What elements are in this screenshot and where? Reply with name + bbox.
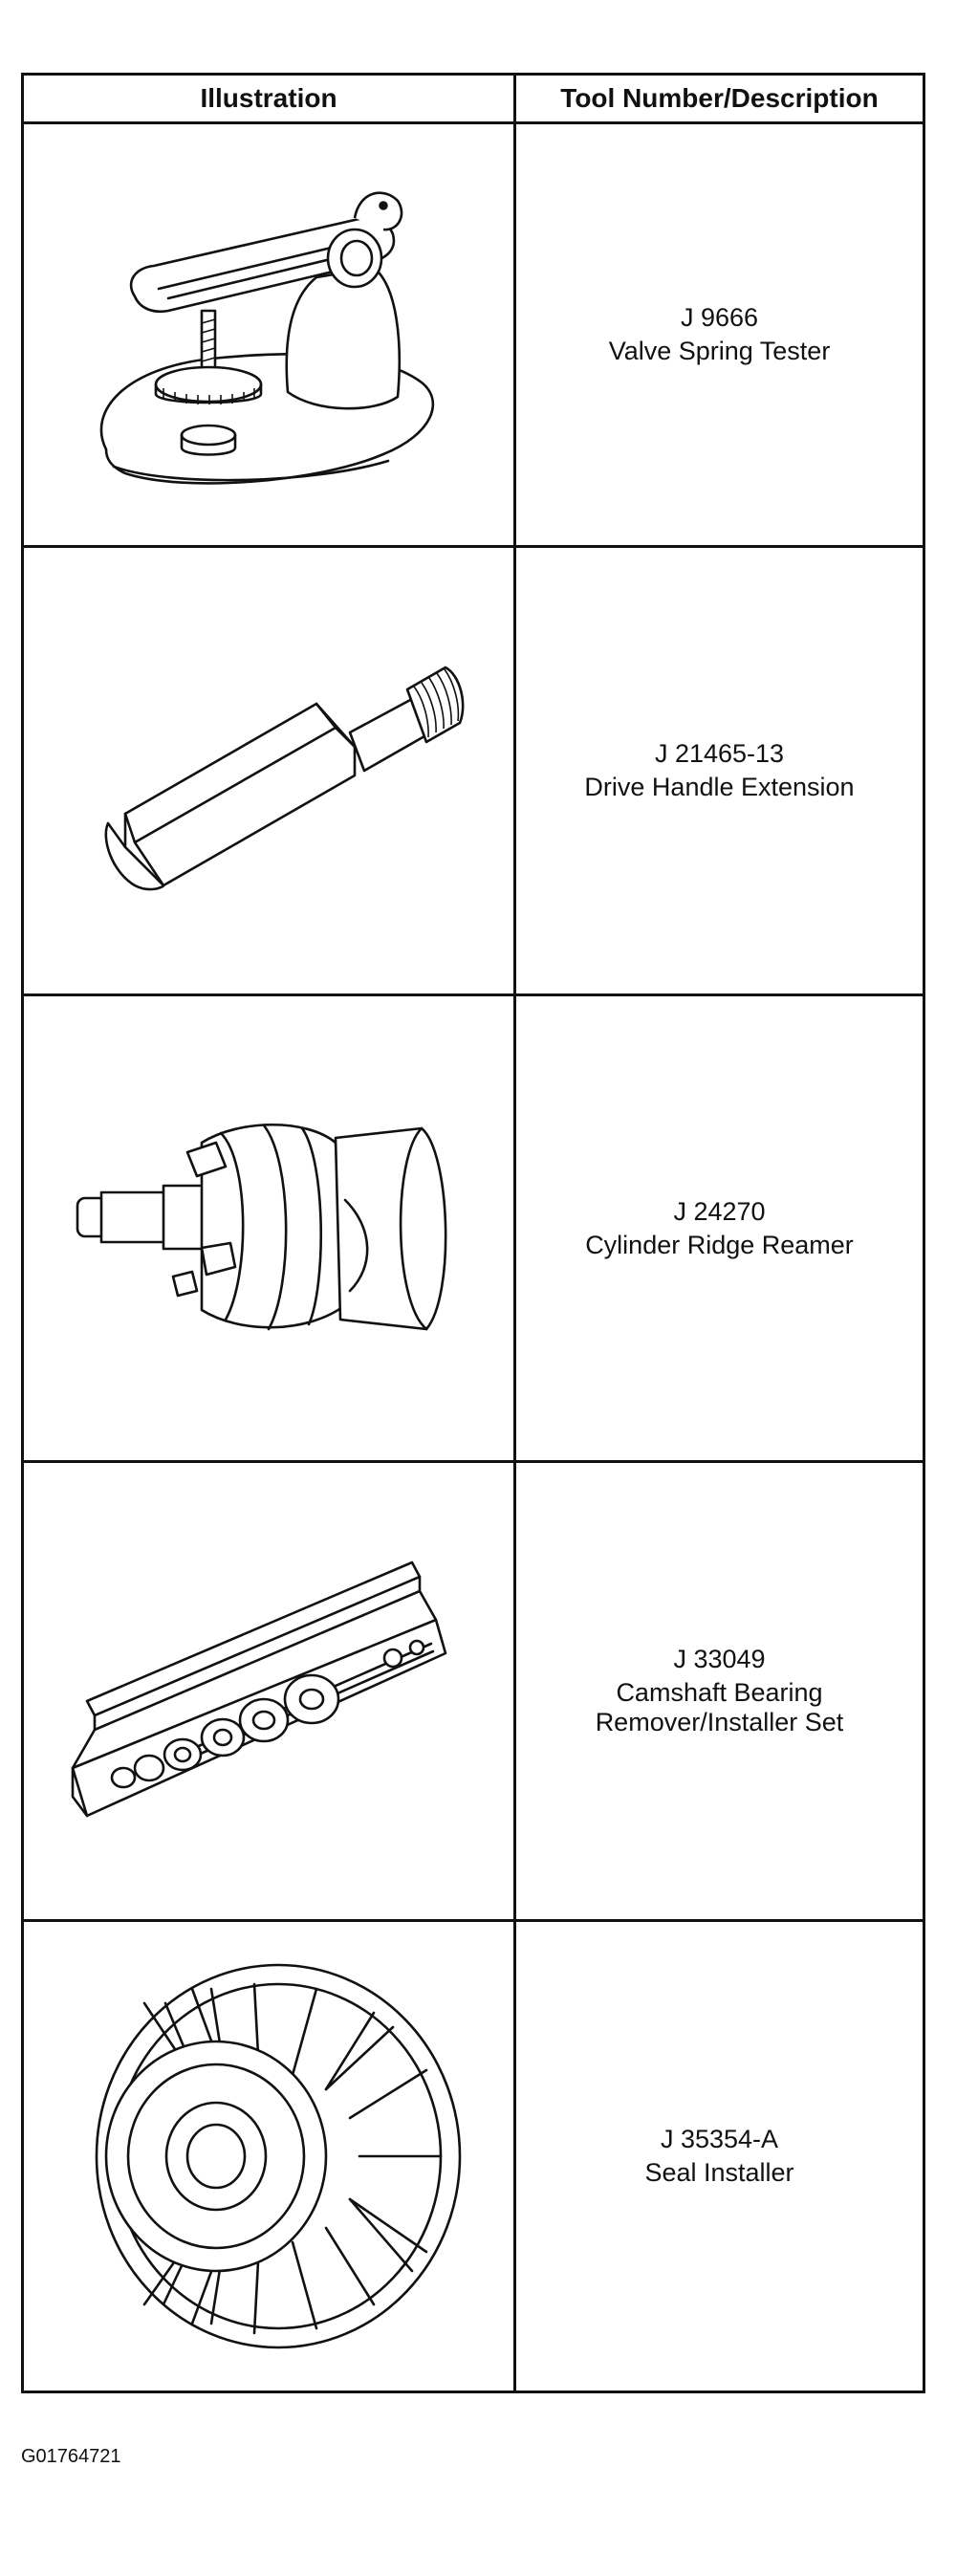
tool-number: J 35354-A xyxy=(660,2125,779,2153)
tool-number: J 21465-13 xyxy=(654,739,785,768)
special-tools-table: Illustration Tool Number/Description xyxy=(21,73,925,2393)
column-divider xyxy=(513,76,516,2390)
tool-name: Seal Installer xyxy=(644,2158,794,2187)
header-tool-number-description: Tool Number/Description xyxy=(560,83,879,113)
table-header-row: Illustration Tool Number/Description xyxy=(24,76,923,124)
table-row: J 21465-13 Drive Handle Extension xyxy=(24,548,923,996)
tool-description: J 35354-A Seal Installer xyxy=(516,1922,923,2390)
table-row: J 24270 Cylinder Ridge Reamer xyxy=(24,996,923,1463)
tool-description: J 21465-13 Drive Handle Extension xyxy=(516,548,923,993)
tool-name: Drive Handle Extension xyxy=(584,773,855,801)
tool-number: J 33049 xyxy=(673,1645,766,1673)
valve-spring-tester-icon xyxy=(24,124,513,545)
table-row: J 33049 Camshaft Bearing Remover/Install… xyxy=(24,1463,923,1922)
tool-name: Cylinder Ridge Reamer xyxy=(585,1230,854,1259)
tool-name: Valve Spring Tester xyxy=(608,337,831,365)
table-row: J 35354-A Seal Installer xyxy=(24,1922,923,2390)
tool-description: J 9666 Valve Spring Tester xyxy=(516,124,923,545)
figure-code: G01764721 xyxy=(21,2446,121,2467)
table-row: J 9666 Valve Spring Tester xyxy=(24,124,923,548)
tool-number: J 24270 xyxy=(673,1196,766,1226)
drive-handle-extension-icon xyxy=(24,548,513,993)
tool-name-line-2: Remover/Installer Set xyxy=(595,1708,844,1736)
tool-number: J 9666 xyxy=(680,303,759,332)
seal-installer-icon xyxy=(24,1922,513,2390)
header-illustration: Illustration xyxy=(200,83,337,113)
tool-description: J 33049 Camshaft Bearing Remover/Install… xyxy=(516,1463,923,1919)
tool-description: J 24270 Cylinder Ridge Reamer xyxy=(516,996,923,1460)
tool-name-line-1: Camshaft Bearing xyxy=(616,1678,823,1707)
cylinder-ridge-reamer-icon xyxy=(24,996,513,1460)
camshaft-bearing-set-icon xyxy=(24,1463,513,1919)
